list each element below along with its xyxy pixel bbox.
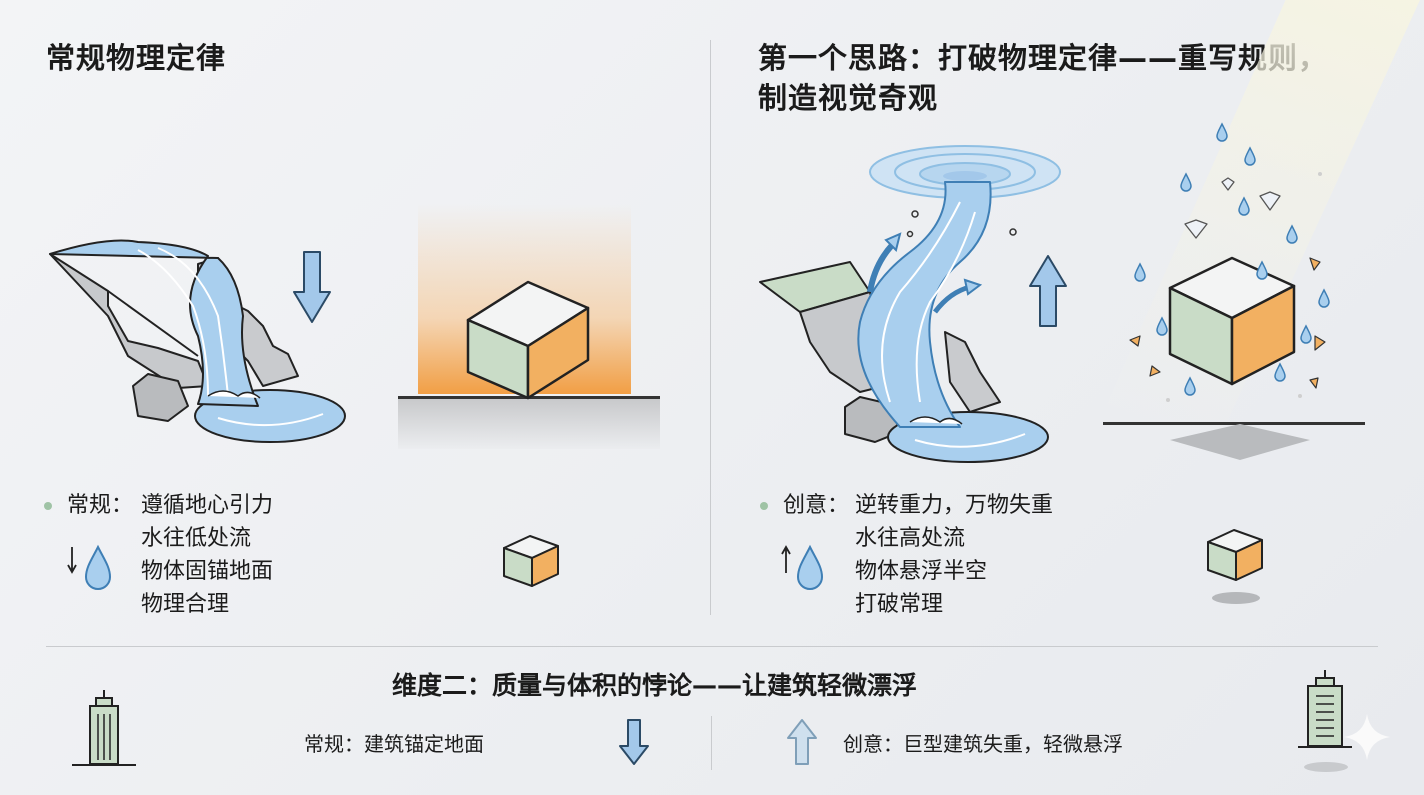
creative-line-4: 打破常理	[855, 592, 944, 617]
floor-line	[1103, 422, 1365, 425]
normal-waterfall-illustration	[49, 239, 346, 443]
vertical-divider	[710, 40, 711, 615]
bottom-normal-text: 常规：建筑锚定地面	[304, 732, 484, 756]
sparkle-icon	[1344, 714, 1390, 760]
normal-line-1: 遵循地心引力	[141, 493, 274, 518]
up-arrow-small-icon	[787, 719, 817, 765]
normal-line-2: 水往低处流	[141, 526, 252, 551]
ground-shadow	[398, 396, 660, 449]
right-title-line-2: 制造视觉奇观	[758, 81, 939, 115]
left-title: 常规物理定律	[46, 41, 227, 75]
creative-line-1: 逆转重力，万物失重	[855, 493, 1054, 518]
bottom-title: 维度二：质量与体积的悖论——让建筑轻微漂浮	[392, 671, 918, 700]
floating-particles	[1129, 122, 1330, 402]
down-arrow-small-icon	[619, 719, 649, 765]
creative-line-2: 水往高处流	[855, 526, 966, 551]
horizontal-divider	[46, 646, 1378, 647]
bottom-creative-text: 创意：巨型建筑失重，轻微悬浮	[843, 732, 1123, 756]
normal-label: 常规：	[67, 493, 134, 518]
right-title-line-1: 第一个思路：打破物理定律——重写规则，	[758, 41, 1329, 75]
small-cube-icon	[503, 535, 559, 587]
up-arrow-icon	[1029, 255, 1067, 327]
normal-line-3: 物体固锚地面	[141, 559, 274, 584]
creative-label: 创意：	[783, 493, 850, 518]
floating-cube-shadow	[1170, 424, 1310, 460]
down-arrow-icon	[293, 251, 331, 323]
bottom-divider	[711, 716, 712, 770]
floating-building-icon	[1298, 670, 1352, 772]
normal-line-4: 物理合理	[141, 592, 230, 617]
grounded-building-icon	[72, 690, 136, 766]
water-drop-up-icon	[781, 544, 824, 590]
grounded-cube	[466, 280, 590, 400]
bullet-dot	[44, 502, 52, 510]
small-floating-cube-icon	[1207, 529, 1263, 604]
water-drop-down-icon	[67, 544, 112, 590]
creative-line-3: 物体悬浮半空	[855, 559, 988, 584]
bullet-dot	[760, 502, 768, 510]
reverse-waterfall-illustration	[759, 145, 1061, 463]
